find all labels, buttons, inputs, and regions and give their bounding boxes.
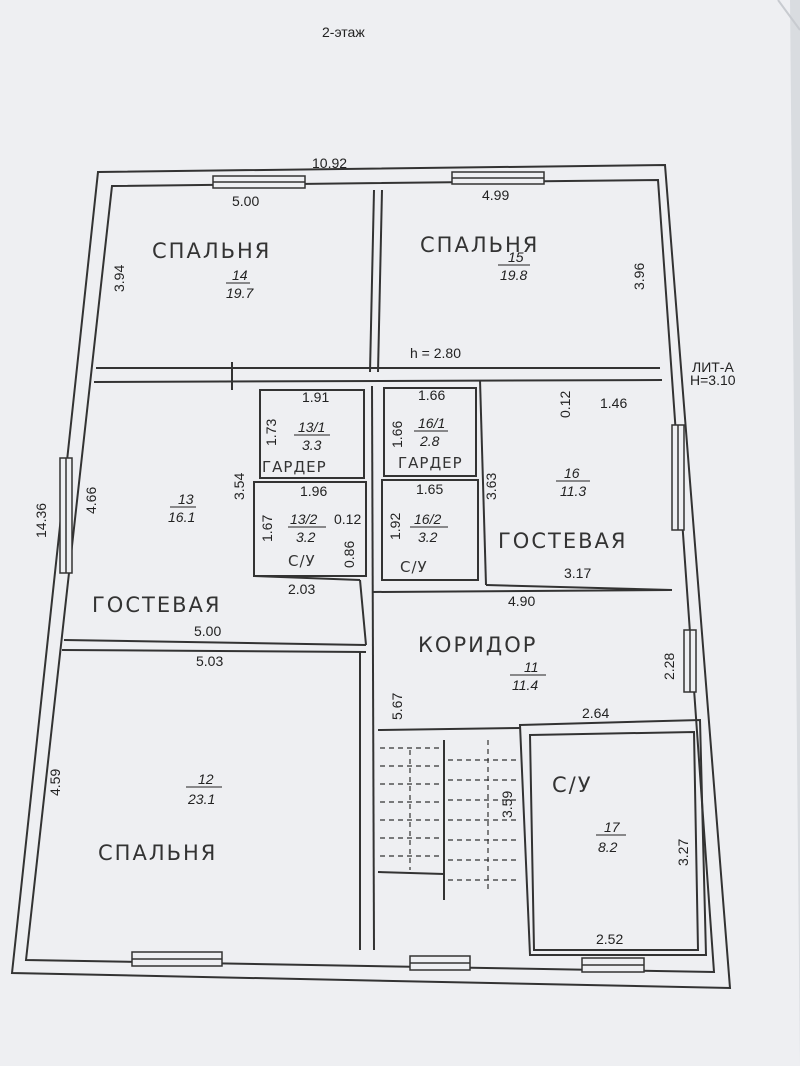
room-side: 3.54 [231,473,247,500]
room-number: 11 [524,659,539,675]
room-width: 1.46 [600,395,627,411]
windows [59,171,697,973]
room-width: 5.03 [196,653,223,669]
room-name: СПАЛЬНЯ [420,233,539,257]
room-depth: 1.67 [259,515,275,542]
room-name: С/У [288,552,316,570]
room-width: 2.52 [596,931,623,947]
room-number: 14 [232,267,248,283]
room-depth: 3.94 [111,265,127,292]
room-name: С/У [552,773,593,797]
room-width: 1.66 [418,387,445,403]
room-depth: 4.59 [47,769,63,796]
room-area: 8.2 [598,839,618,855]
room-width-2: 3.17 [564,565,591,581]
room-depth: 3.27 [675,839,691,866]
room-name: СПАЛЬНЯ [152,239,271,263]
room-depth: 1.73 [263,419,279,446]
room-area: 19.8 [500,267,527,283]
room-number: 16/2 [414,511,441,527]
room-16-2: 1.65 1.92 16/2 3.2 С/У [387,481,448,576]
room-area: 11.3 [560,483,586,499]
room-17: С/У 17 8.2 3.27 2.52 [552,773,691,947]
room-depth: 3.96 [631,263,647,290]
overall-depth: 14.36 [33,503,49,538]
room-14: СПАЛЬНЯ 14 19.7 5.00 3.94 [111,193,271,301]
room-13-2: 1.96 13/2 3.2 0.12 1.67 0.86 С/У 2.03 [259,483,361,597]
room-number: 17 [604,819,621,835]
room-name: ГОСТЕВАЯ [498,529,627,553]
room-width: 5.00 [232,193,259,209]
room-16: 0.12 1.46 3.63 16 11.3 ГОСТЕВАЯ 3.17 [483,391,627,581]
room-11: 4.90 КОРИДОР 11 11.4 5.67 2.28 2.64 [389,593,677,721]
room-depth: 4.66 [83,487,99,514]
room-number: 16/1 [418,415,445,431]
room-depth: 5.67 [389,693,405,720]
room-area: 3.2 [418,529,438,545]
ceiling-height: h = 2.80 [410,345,461,361]
room-name: ГОСТЕВАЯ [92,593,221,617]
room-width-2: 2.64 [582,705,609,721]
room-area: 19.7 [226,285,254,301]
room-name: ГАРДЕР [262,458,327,476]
room-13-1: 1.91 1.73 13/1 3.3 ГАРДЕР [262,389,330,476]
interior-walls [61,189,708,956]
room-area: 11.4 [512,677,538,693]
room-extra: 0.12 [334,511,361,527]
room-area: 3.2 [296,529,316,545]
room-name: СПАЛЬНЯ [98,841,217,865]
room-number: 13/2 [290,511,317,527]
liter-label: ЛИТ-А [692,359,734,375]
room-12: 5.03 12 23.1 4.59 СПАЛЬНЯ [47,653,223,865]
room-13: 13 16.1 4.66 3.54 ГОСТЕВАЯ 5.00 [83,473,247,639]
room-area: 23.1 [187,791,215,807]
room-15: СПАЛЬНЯ 15 19.8 4.99 3.96 [420,187,647,290]
room-name: С/У [400,558,428,576]
overall-width: 10.92 [312,155,347,171]
room-number: 12 [198,771,214,787]
room-name: ГАРДЕР [398,454,463,472]
room-width: 1.91 [302,389,329,405]
floor-title: 2-этаж [322,24,365,40]
room-width: 5.00 [194,623,221,639]
room-extra-2: 0.86 [341,541,357,568]
room-side: 2.28 [661,653,677,680]
room-depth: 3.63 [483,473,499,500]
room-depth: 1.66 [389,421,405,448]
stairs [380,740,516,890]
room-area: 3.3 [302,437,322,453]
room-width: 1.96 [300,483,327,499]
room-offset: 0.12 [557,391,573,418]
room-area: 16.1 [168,509,195,525]
room-number: 13/1 [298,419,325,435]
stairs-length: 3.59 [499,791,515,818]
room-width: 1.65 [416,481,443,497]
liter-height: H=3.10 [690,372,736,388]
room-width-2: 2.03 [288,581,315,597]
room-depth: 1.92 [387,513,403,540]
room-width: 4.99 [482,187,509,203]
paper-edge [777,0,800,31]
room-number: 15 [508,249,524,265]
room-name: КОРИДОР [418,633,537,657]
room-area: 2.8 [419,433,440,449]
room-number: 16 [564,465,580,481]
room-width: 4.90 [508,593,535,609]
room-number: 13 [178,491,194,507]
room-16-1: 1.66 1.66 16/1 2.8 ГАРДЕР [389,387,463,472]
